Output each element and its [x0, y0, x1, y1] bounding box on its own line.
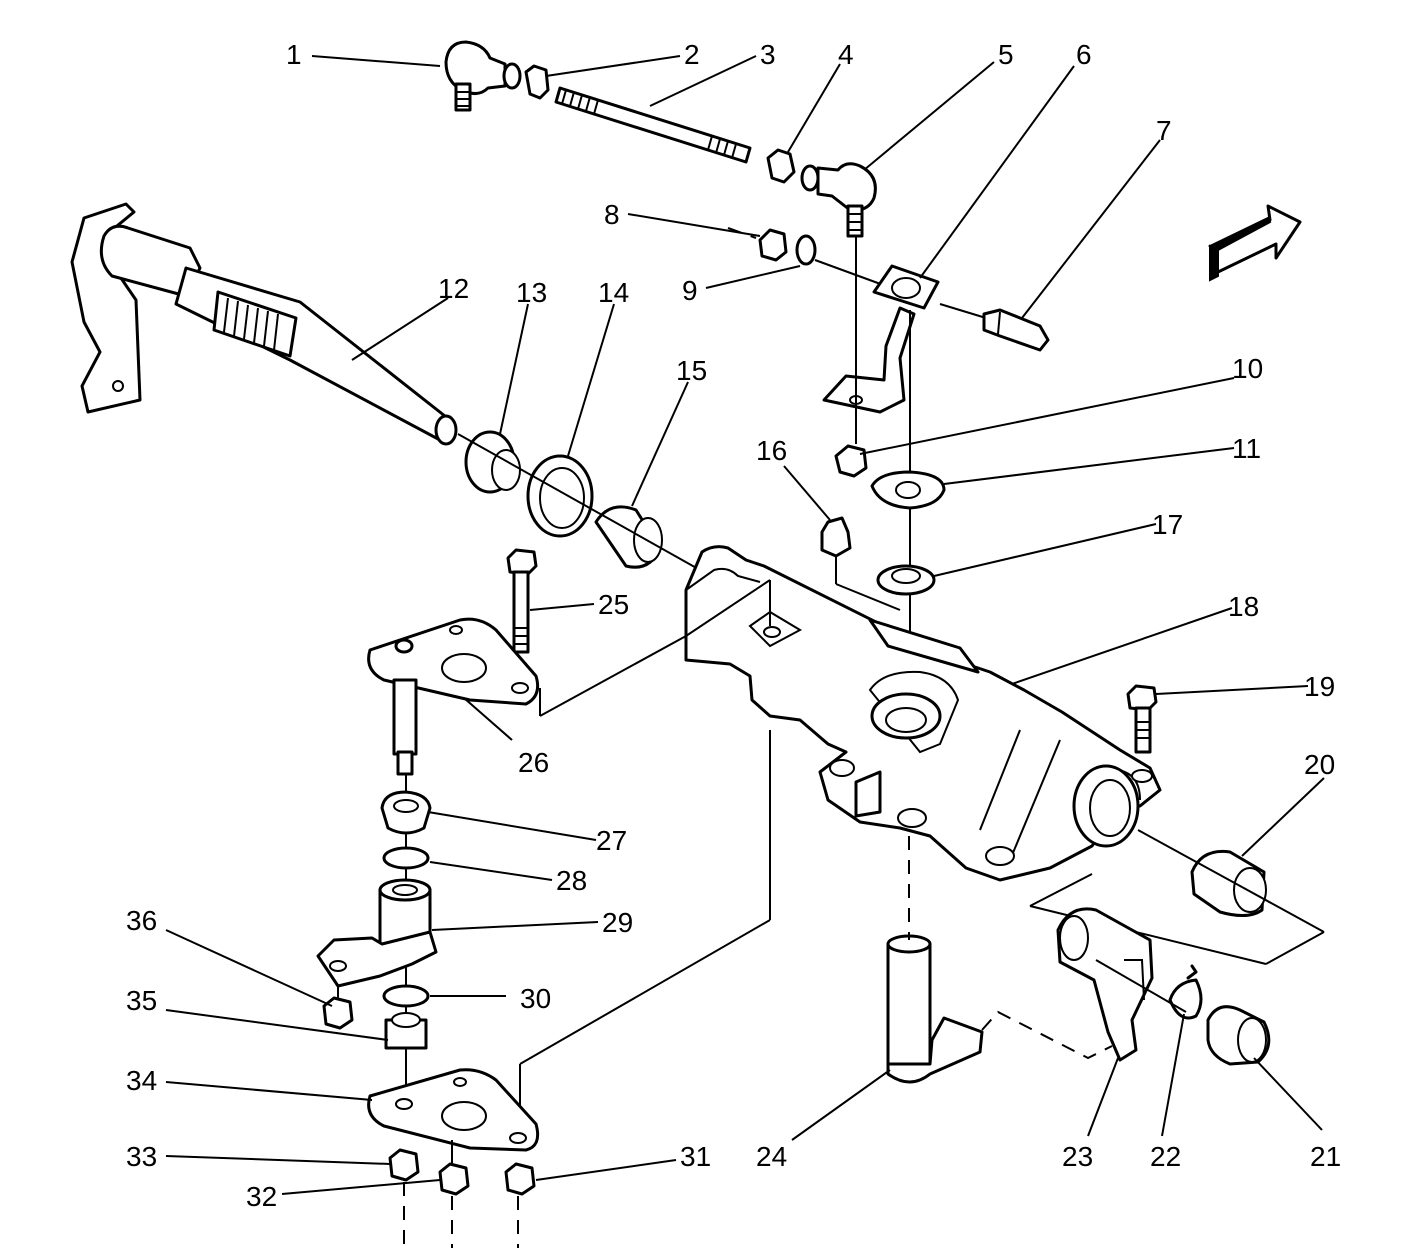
callout-5: 5 [998, 39, 1014, 70]
callout-3: 3 [760, 39, 776, 70]
callout-10: 10 [1232, 353, 1263, 384]
callout-32: 32 [246, 1181, 277, 1212]
callout-11: 11 [1232, 433, 1261, 464]
callout-28: 28 [556, 865, 587, 896]
bearing-14 [526, 454, 594, 538]
nut-10 [834, 444, 868, 478]
threaded-rod [554, 86, 752, 164]
bushing-seal [876, 564, 936, 596]
bracket-29 [316, 878, 438, 988]
pitman-arm [1056, 907, 1154, 1062]
idler-arm-24 [886, 934, 984, 1084]
callout-30: 30 [520, 983, 551, 1014]
nut-left [524, 64, 550, 100]
callout-29: 29 [602, 907, 633, 938]
rod-end-left [444, 40, 507, 112]
callout-34: 34 [126, 1065, 157, 1096]
o-ring-30 [382, 984, 430, 1008]
shift-cable-pin [982, 308, 1050, 352]
callout-24: 24 [756, 1141, 787, 1172]
washer-left [502, 62, 522, 90]
callout-25: 25 [598, 589, 629, 620]
rod-end-right [816, 162, 877, 238]
nut-36 [322, 996, 354, 1030]
callout-1: 1 [286, 39, 302, 70]
nut-31 [504, 1162, 536, 1196]
bushing-35 [384, 1012, 428, 1050]
callout-6: 6 [1076, 39, 1092, 70]
bushing-15 [594, 505, 663, 569]
snap-ring-tab [1186, 964, 1198, 980]
callout-23: 23 [1062, 1141, 1093, 1172]
callout-9: 9 [682, 275, 698, 306]
tie-rod-assembly [444, 40, 877, 238]
washer-right [800, 164, 820, 192]
callout-35: 35 [126, 985, 157, 1016]
o-ring-28 [382, 846, 430, 870]
nut-33 [388, 1148, 420, 1182]
nut-right [766, 148, 796, 184]
plate-34 [367, 1068, 540, 1152]
bushing-20 [1190, 849, 1267, 917]
cable-bracket [822, 264, 940, 414]
housing-bolt [1126, 684, 1158, 754]
nut-32 [438, 1162, 470, 1196]
callout-33: 33 [126, 1141, 157, 1172]
callout-20: 20 [1304, 749, 1335, 780]
callout-14: 14 [598, 277, 629, 308]
grease-fitting [820, 516, 901, 611]
callout-2: 2 [684, 39, 700, 70]
leader-lines [165, 55, 1325, 1195]
callout-16: 16 [756, 435, 787, 466]
seal-13 [464, 430, 521, 494]
front-direction-arrow-icon [1207, 204, 1302, 282]
snap-ring [1168, 978, 1203, 1020]
callout-7: 7 [1156, 115, 1172, 146]
bracket-26 [367, 617, 540, 776]
callout-15: 15 [676, 355, 707, 386]
callout-8: 8 [604, 199, 620, 230]
callout-labels: 1 2 3 4 5 6 7 8 9 10 11 12 13 14 15 16 1… [126, 39, 1341, 1212]
callout-27: 27 [596, 825, 627, 856]
callout-17: 17 [1152, 509, 1183, 540]
callout-21: 21 [1310, 1141, 1341, 1172]
callout-13: 13 [516, 277, 547, 308]
callout-31: 31 [680, 1141, 711, 1172]
flange-nut [758, 228, 788, 262]
callout-12: 12 [438, 273, 469, 304]
end-cap-21 [1206, 1005, 1271, 1066]
callout-18: 18 [1228, 591, 1259, 622]
lever-bracket [70, 202, 142, 414]
callout-19: 19 [1304, 671, 1335, 702]
steering-gear-housing [684, 545, 1162, 882]
bushing-27 [380, 790, 432, 835]
callout-22: 22 [1150, 1141, 1181, 1172]
lock-washer [795, 234, 817, 266]
steering-shaft [99, 224, 458, 446]
bolt-25 [506, 548, 538, 654]
callout-36: 36 [126, 905, 157, 936]
callout-26: 26 [518, 747, 549, 778]
callout-4: 4 [838, 39, 854, 70]
